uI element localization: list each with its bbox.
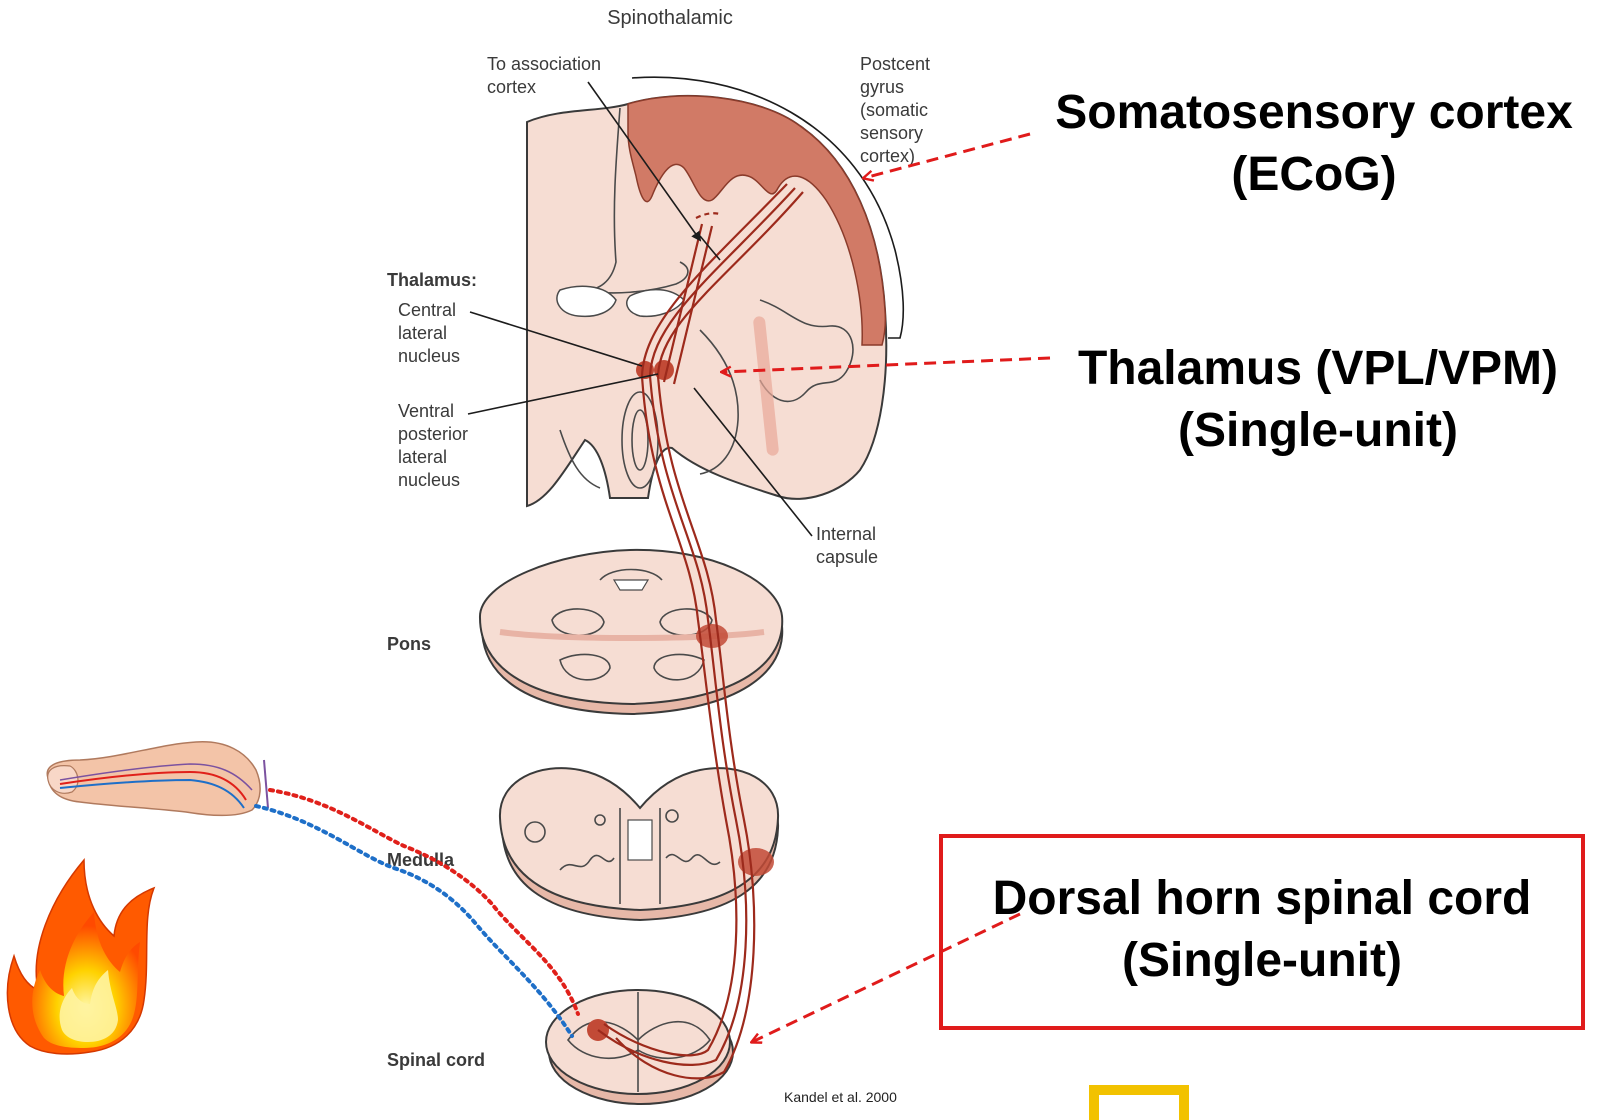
thalamus-heading: Thalamus: [387, 270, 477, 290]
ventral-posterior-label-2: posterior [398, 424, 468, 444]
thalamus-annotation-1: Thalamus (VPL/VPM) [1078, 342, 1558, 395]
citation: Kandel et al. 2000 [784, 1089, 897, 1105]
spinal-cord-label: Spinal cord [387, 1050, 485, 1070]
dorsal-horn-annotation-2: (Single-unit) [1122, 934, 1402, 987]
postcent-label-5: cortex) [860, 146, 915, 166]
central-lateral-label-1: Central [398, 300, 456, 320]
corner-mark [1094, 1090, 1184, 1120]
pons-label: Pons [387, 634, 431, 654]
central-lateral-label-2: lateral [398, 323, 447, 343]
association-label-1: To association [487, 54, 601, 74]
ventral-posterior-label-4: nucleus [398, 470, 460, 490]
brain-section [527, 77, 903, 506]
internal-capsule-label-1: Internal [816, 524, 876, 544]
dorsal-horn-arrow [752, 914, 1020, 1042]
dorsal-horn-box [941, 836, 1583, 1028]
internal-capsule-label-2: capsule [816, 547, 878, 567]
flame-icon [7, 860, 154, 1054]
cortex-annotation-2: (ECoG) [1231, 148, 1396, 201]
postcent-label-4: sensory [860, 123, 923, 143]
association-label-2: cortex [487, 77, 536, 97]
central-lateral-label-3: nucleus [398, 346, 460, 366]
finger-icon [0, 675, 270, 825]
ventral-posterior-label-3: lateral [398, 447, 447, 467]
dorsal-horn-annotation-1: Dorsal horn spinal cord [993, 872, 1532, 925]
thalamus-annotation-2: (Single-unit) [1178, 404, 1458, 457]
pons-section [480, 550, 782, 714]
cortex-annotation-1: Somatosensory cortex [1055, 86, 1573, 139]
postcent-label-2: gyrus [860, 77, 904, 97]
postcent-label-1: Postcent [860, 54, 930, 74]
postcent-label-3: (somatic [860, 100, 928, 120]
diagram-title: Spinothalamic [607, 7, 733, 29]
ventral-posterior-label-1: Ventral [398, 401, 454, 421]
